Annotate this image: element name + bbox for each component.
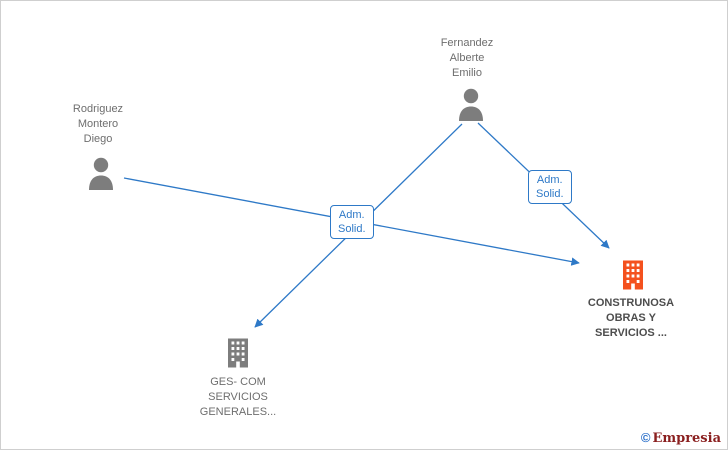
node-label-construnosa[interactable]: CONSTRUNOSA OBRAS Y SERVICIOS ... [587, 297, 675, 339]
building-icon-construnosa[interactable] [620, 260, 646, 295]
node-label-gescom[interactable]: GES- COM SERVICIOS GENERALES... [199, 376, 277, 418]
person-icon [89, 157, 113, 190]
edge-label-adm-solid-right: Adm. Solid. [528, 170, 572, 204]
building-icon [228, 338, 248, 368]
person-icon-rodriguez[interactable] [87, 157, 115, 196]
node-label-rodriguez[interactable]: Rodriguez Montero Diego [72, 103, 124, 145]
empresia-logo[interactable]: ©Empresia [641, 430, 721, 446]
edge-label-adm-solid-center: Adm. Solid. [330, 205, 374, 239]
person-icon [459, 88, 483, 121]
brand-name: Empresia [652, 431, 721, 446]
building-icon [623, 260, 643, 290]
copyright-icon: © [640, 430, 651, 445]
node-label-fernandez[interactable]: Fernandez Alberte Emilio [440, 37, 494, 79]
person-icon-fernandez[interactable] [457, 88, 485, 127]
building-icon-gescom[interactable] [225, 338, 251, 373]
